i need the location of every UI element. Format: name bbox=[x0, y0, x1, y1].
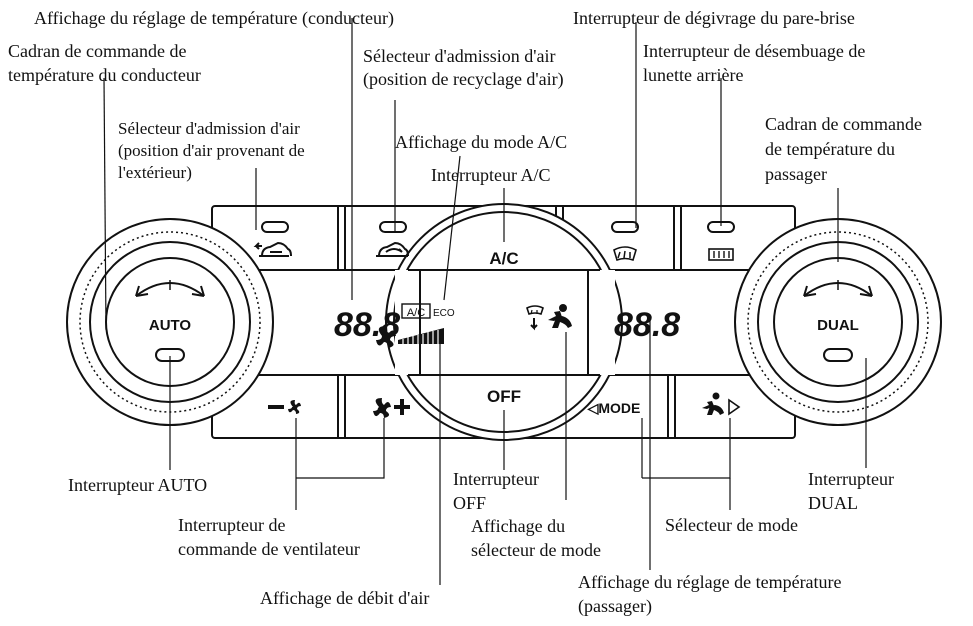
label-passenger-temp-dial-3: passager bbox=[765, 164, 827, 184]
mode-right-button[interactable] bbox=[702, 392, 741, 416]
windshield-defrost-icon bbox=[613, 246, 637, 262]
label-rear-defog-switch-1: Interrupteur de désembuage de bbox=[643, 41, 866, 61]
driver-temp-readout: 88.8 bbox=[334, 306, 400, 344]
label-mode-display-1: Affichage du bbox=[471, 516, 566, 536]
mode-left-button-label[interactable]: ◁MODE bbox=[587, 400, 641, 416]
dual-indicator-led bbox=[823, 348, 853, 362]
rear-defog-icon bbox=[708, 248, 734, 261]
label-off-switch-2: OFF bbox=[453, 493, 487, 513]
leader-lines bbox=[103, 18, 867, 585]
outside-air-icon bbox=[259, 241, 292, 257]
seated-person-small-icon bbox=[702, 392, 724, 415]
fan-large-icon bbox=[373, 398, 391, 418]
label-passenger-temp-dial-1: Cadran de commande bbox=[765, 114, 922, 134]
rear-defog-button[interactable] bbox=[708, 248, 734, 261]
recirc-air-button[interactable] bbox=[376, 241, 409, 257]
fan-icon bbox=[376, 326, 396, 348]
label-driver-temp-dial-1: Cadran de commande de bbox=[8, 41, 187, 61]
dial-right-arrow-icon bbox=[191, 285, 205, 297]
label-passenger-temp-display-1: Affichage du réglage de température bbox=[578, 572, 842, 592]
outside-air-led bbox=[261, 221, 289, 233]
auto-button-label[interactable]: AUTO bbox=[149, 317, 192, 334]
label-outside-air-selector-3: l'extérieur) bbox=[118, 163, 192, 182]
label-passenger-temp-dial-2: de température du bbox=[765, 139, 895, 159]
fan-small-icon bbox=[288, 400, 301, 414]
off-button-label[interactable]: OFF bbox=[487, 387, 521, 406]
label-passenger-temp-display-2: (passager) bbox=[578, 596, 652, 616]
eco-mode-indicator: ECO bbox=[433, 308, 455, 319]
recirc-air-icon bbox=[376, 241, 409, 257]
mode-display bbox=[526, 304, 572, 331]
label-outside-air-selector-1: Sélecteur d'admission d'air bbox=[118, 119, 300, 138]
right-triangle-icon bbox=[728, 398, 741, 416]
dial-right-arrow-icon bbox=[859, 285, 873, 297]
windshield-defrost-button[interactable] bbox=[613, 246, 637, 262]
dual-button-label[interactable]: DUAL bbox=[817, 317, 859, 334]
ac-indicator-box bbox=[401, 303, 431, 319]
fan-up-button[interactable] bbox=[373, 398, 410, 418]
label-recirc-selector-1: Sélecteur d'admission d'air bbox=[363, 46, 556, 66]
ac-mode-indicator: A/C bbox=[407, 307, 425, 319]
dial-left-arrow-icon bbox=[135, 285, 149, 297]
label-ac-switch: Interrupteur A/C bbox=[431, 165, 551, 185]
label-windshield-defrost-switch: Interrupteur de dégivrage du pare-brise bbox=[573, 8, 855, 28]
label-airflow-display: Affichage de débit d'air bbox=[260, 588, 430, 608]
passenger-temp-readout: 88.8 bbox=[614, 306, 680, 344]
label-auto-switch: Interrupteur AUTO bbox=[68, 475, 208, 495]
label-mode-selector: Sélecteur de mode bbox=[665, 515, 798, 535]
dial-left-arrow-icon bbox=[803, 285, 817, 297]
label-ac-mode-display: Affichage du mode A/C bbox=[395, 132, 568, 152]
fan-down-button[interactable] bbox=[268, 400, 301, 414]
seated-person-icon bbox=[548, 304, 572, 328]
label-driver-temp-dial-2: température du conducteur bbox=[8, 65, 201, 85]
recirc-air-led bbox=[379, 221, 407, 233]
passenger-temperature-dial[interactable] bbox=[734, 218, 942, 426]
label-outside-air-selector-2: (position d'air provenant de bbox=[118, 141, 305, 160]
label-fan-switch-1: Interrupteur de bbox=[178, 515, 286, 535]
airflow-display bbox=[376, 326, 444, 348]
label-dual-switch-1: Interrupteur bbox=[808, 469, 894, 489]
label-dual-switch-2: DUAL bbox=[808, 493, 858, 513]
ac-button-label[interactable]: A/C bbox=[489, 249, 518, 268]
label-recirc-selector-2: (position de recyclage d'air) bbox=[363, 69, 564, 89]
label-driver-temp-display: Affichage du réglage de température (con… bbox=[34, 8, 394, 28]
label-fan-switch-2: commande de ventilateur bbox=[178, 539, 360, 559]
outside-air-button[interactable] bbox=[253, 241, 292, 257]
label-mode-display-2: sélecteur de mode bbox=[471, 540, 601, 560]
label-off-switch-1: Interrupteur bbox=[453, 469, 539, 489]
label-rear-defog-switch-2: lunette arrière bbox=[643, 65, 744, 85]
windshield-defrost-led bbox=[611, 221, 639, 233]
